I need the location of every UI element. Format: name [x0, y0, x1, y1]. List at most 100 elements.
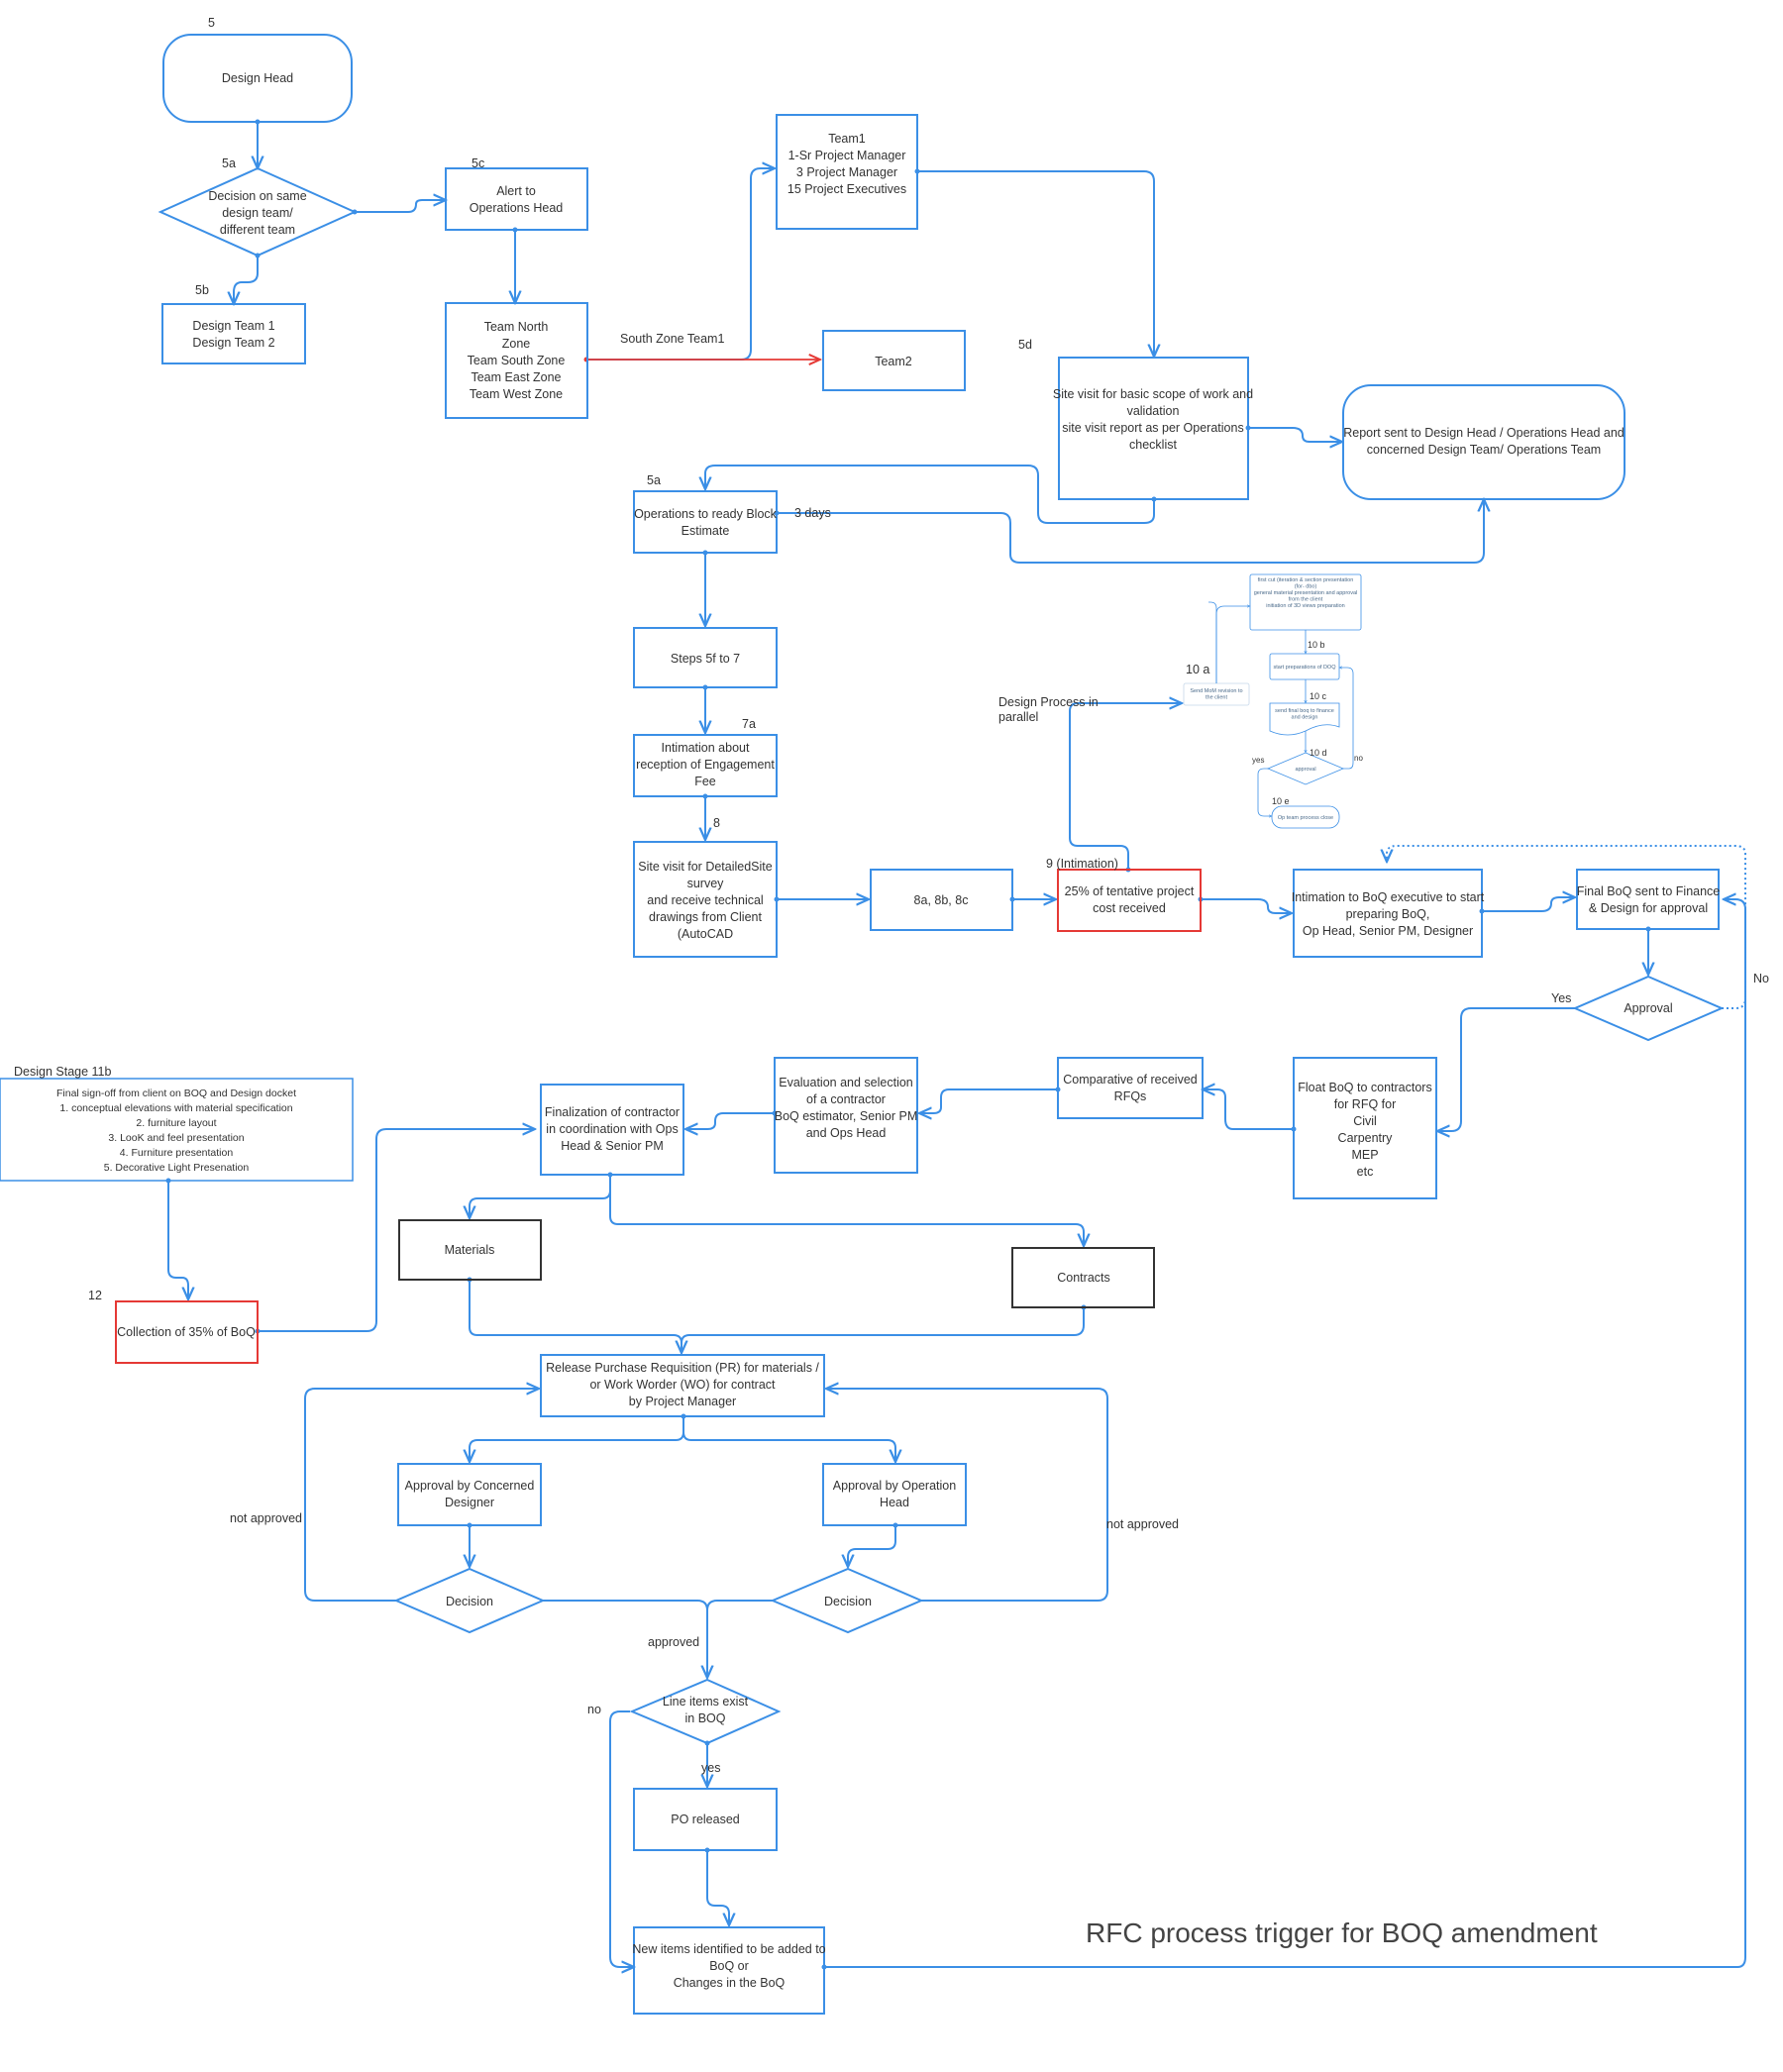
node-steps [633, 627, 778, 688]
edge-approval-no [1387, 845, 1746, 1009]
edge-decisionright-notapproved [826, 1389, 1108, 1602]
label-3-days: 3 days [794, 506, 831, 520]
edge-collection-finalization [258, 1129, 535, 1332]
label-yes-lower: yes [701, 1761, 720, 1775]
text-decision-right: Decision [824, 1595, 872, 1608]
edge-approval-float [1437, 1007, 1575, 1131]
label-5a-mid: 5a [647, 473, 661, 487]
edge-comparative-evaluation [919, 1088, 1058, 1113]
node-cost-received [1057, 869, 1202, 932]
node-block-estimate [633, 490, 778, 554]
connector-dots [165, 119, 1651, 1970]
node-approval [1572, 975, 1725, 1042]
node-decision-right [770, 1567, 924, 1634]
text-contracts: Contracts [1057, 1271, 1110, 1285]
free-labels: 5 5a 5c 5b South Zone Team1 5d 5a 3 days… [14, 16, 1769, 1948]
edge-newitems-finalboq [824, 899, 1746, 1968]
label-approved: approved [648, 1635, 699, 1649]
mini-edge-note-a [1208, 601, 1217, 683]
nodes [0, 34, 1725, 2015]
mini-label-no: no [1354, 754, 1363, 763]
nodes-dark [398, 1219, 1155, 1308]
mini-diamond-text: approval [1295, 767, 1315, 773]
mini-flow-text: first cut (iteration & section presentat… [1190, 577, 1363, 821]
node-decision-team [157, 166, 358, 258]
text-po-released: PO released [671, 1813, 740, 1826]
text-steps: Steps 5f to 7 [671, 652, 740, 666]
mini-edge-no [1339, 668, 1354, 770]
edge-finalization-materials [470, 1175, 611, 1218]
node-finalization [540, 1084, 684, 1176]
text-design-head: Design Head [222, 71, 293, 85]
edge-evaluation-finalization [685, 1112, 775, 1129]
text-final-boq: Final BoQ sent to Finance& Design for ap… [1577, 884, 1721, 915]
label-south-zone: South Zone Team1 [620, 332, 724, 346]
edge-block-report [777, 499, 1484, 564]
node-team1 [776, 114, 918, 230]
text-release-pr: Release Purchase Requisition (PR) for ma… [546, 1361, 819, 1408]
node-approval-ops [822, 1463, 967, 1526]
node-team2 [822, 330, 966, 391]
label-5: 5 [208, 16, 215, 30]
edge-finalization-contracts [609, 1175, 1084, 1246]
label-design-parallel-1: Design Process in [998, 695, 1099, 709]
node-zones [445, 302, 588, 419]
text-approval: Approval [1624, 1001, 1672, 1015]
node-evaluation [774, 1057, 918, 1174]
nodes-red [115, 869, 1202, 1364]
label-no: No [1753, 972, 1769, 985]
node-materials [398, 1219, 542, 1281]
text-report-sent: Report sent to Design Head / Operations … [1343, 426, 1625, 457]
text-collection: Collection of 35% of BoQ [117, 1325, 256, 1339]
edge-cost-parallel [1069, 703, 1182, 870]
node-approval-designer [397, 1463, 542, 1526]
edge-decision-alert [355, 200, 446, 213]
node-contracts [1011, 1247, 1155, 1308]
edge-team1-sitevisit [917, 170, 1154, 357]
label-not-approved-left: not approved [230, 1511, 302, 1525]
node-new-items [633, 1926, 825, 2015]
text-decision-left: Decision [446, 1595, 493, 1608]
label-7a: 7a [742, 717, 756, 731]
node-final-boq [1576, 869, 1720, 930]
node-site-detailed [633, 841, 778, 958]
mini-label-10d: 10 d [1310, 748, 1327, 758]
node-design-teams [161, 303, 306, 364]
mini-box-c [1269, 702, 1340, 736]
node-intimation-boq [1293, 869, 1483, 958]
node-design-head [162, 34, 353, 123]
mini-flow [1183, 573, 1362, 829]
text-materials: Materials [445, 1243, 495, 1257]
edge-float-comparative [1203, 1089, 1294, 1130]
edge-sitevisit-report [1248, 427, 1342, 442]
mini-label-10c: 10 c [1310, 691, 1327, 701]
mini-box-e [1271, 805, 1340, 829]
label-yes: Yes [1551, 991, 1571, 1005]
node-po-released [633, 1788, 778, 1851]
node-intimation-fee [633, 734, 778, 797]
edge-release-ops [682, 1416, 895, 1462]
mini-label-10e: 10 e [1272, 796, 1290, 806]
label-5d: 5d [1018, 338, 1032, 352]
mini-label-10b: 10 b [1308, 640, 1325, 650]
node-decision-left [393, 1567, 546, 1634]
label-not-approved-right: not approved [1106, 1517, 1179, 1531]
label-no-lower: no [587, 1703, 601, 1716]
node-site-visit [1058, 357, 1249, 500]
edge-sitevisit-block [705, 465, 1155, 524]
mini-edge-a-note [1215, 606, 1250, 683]
node-line-items [629, 1678, 782, 1745]
